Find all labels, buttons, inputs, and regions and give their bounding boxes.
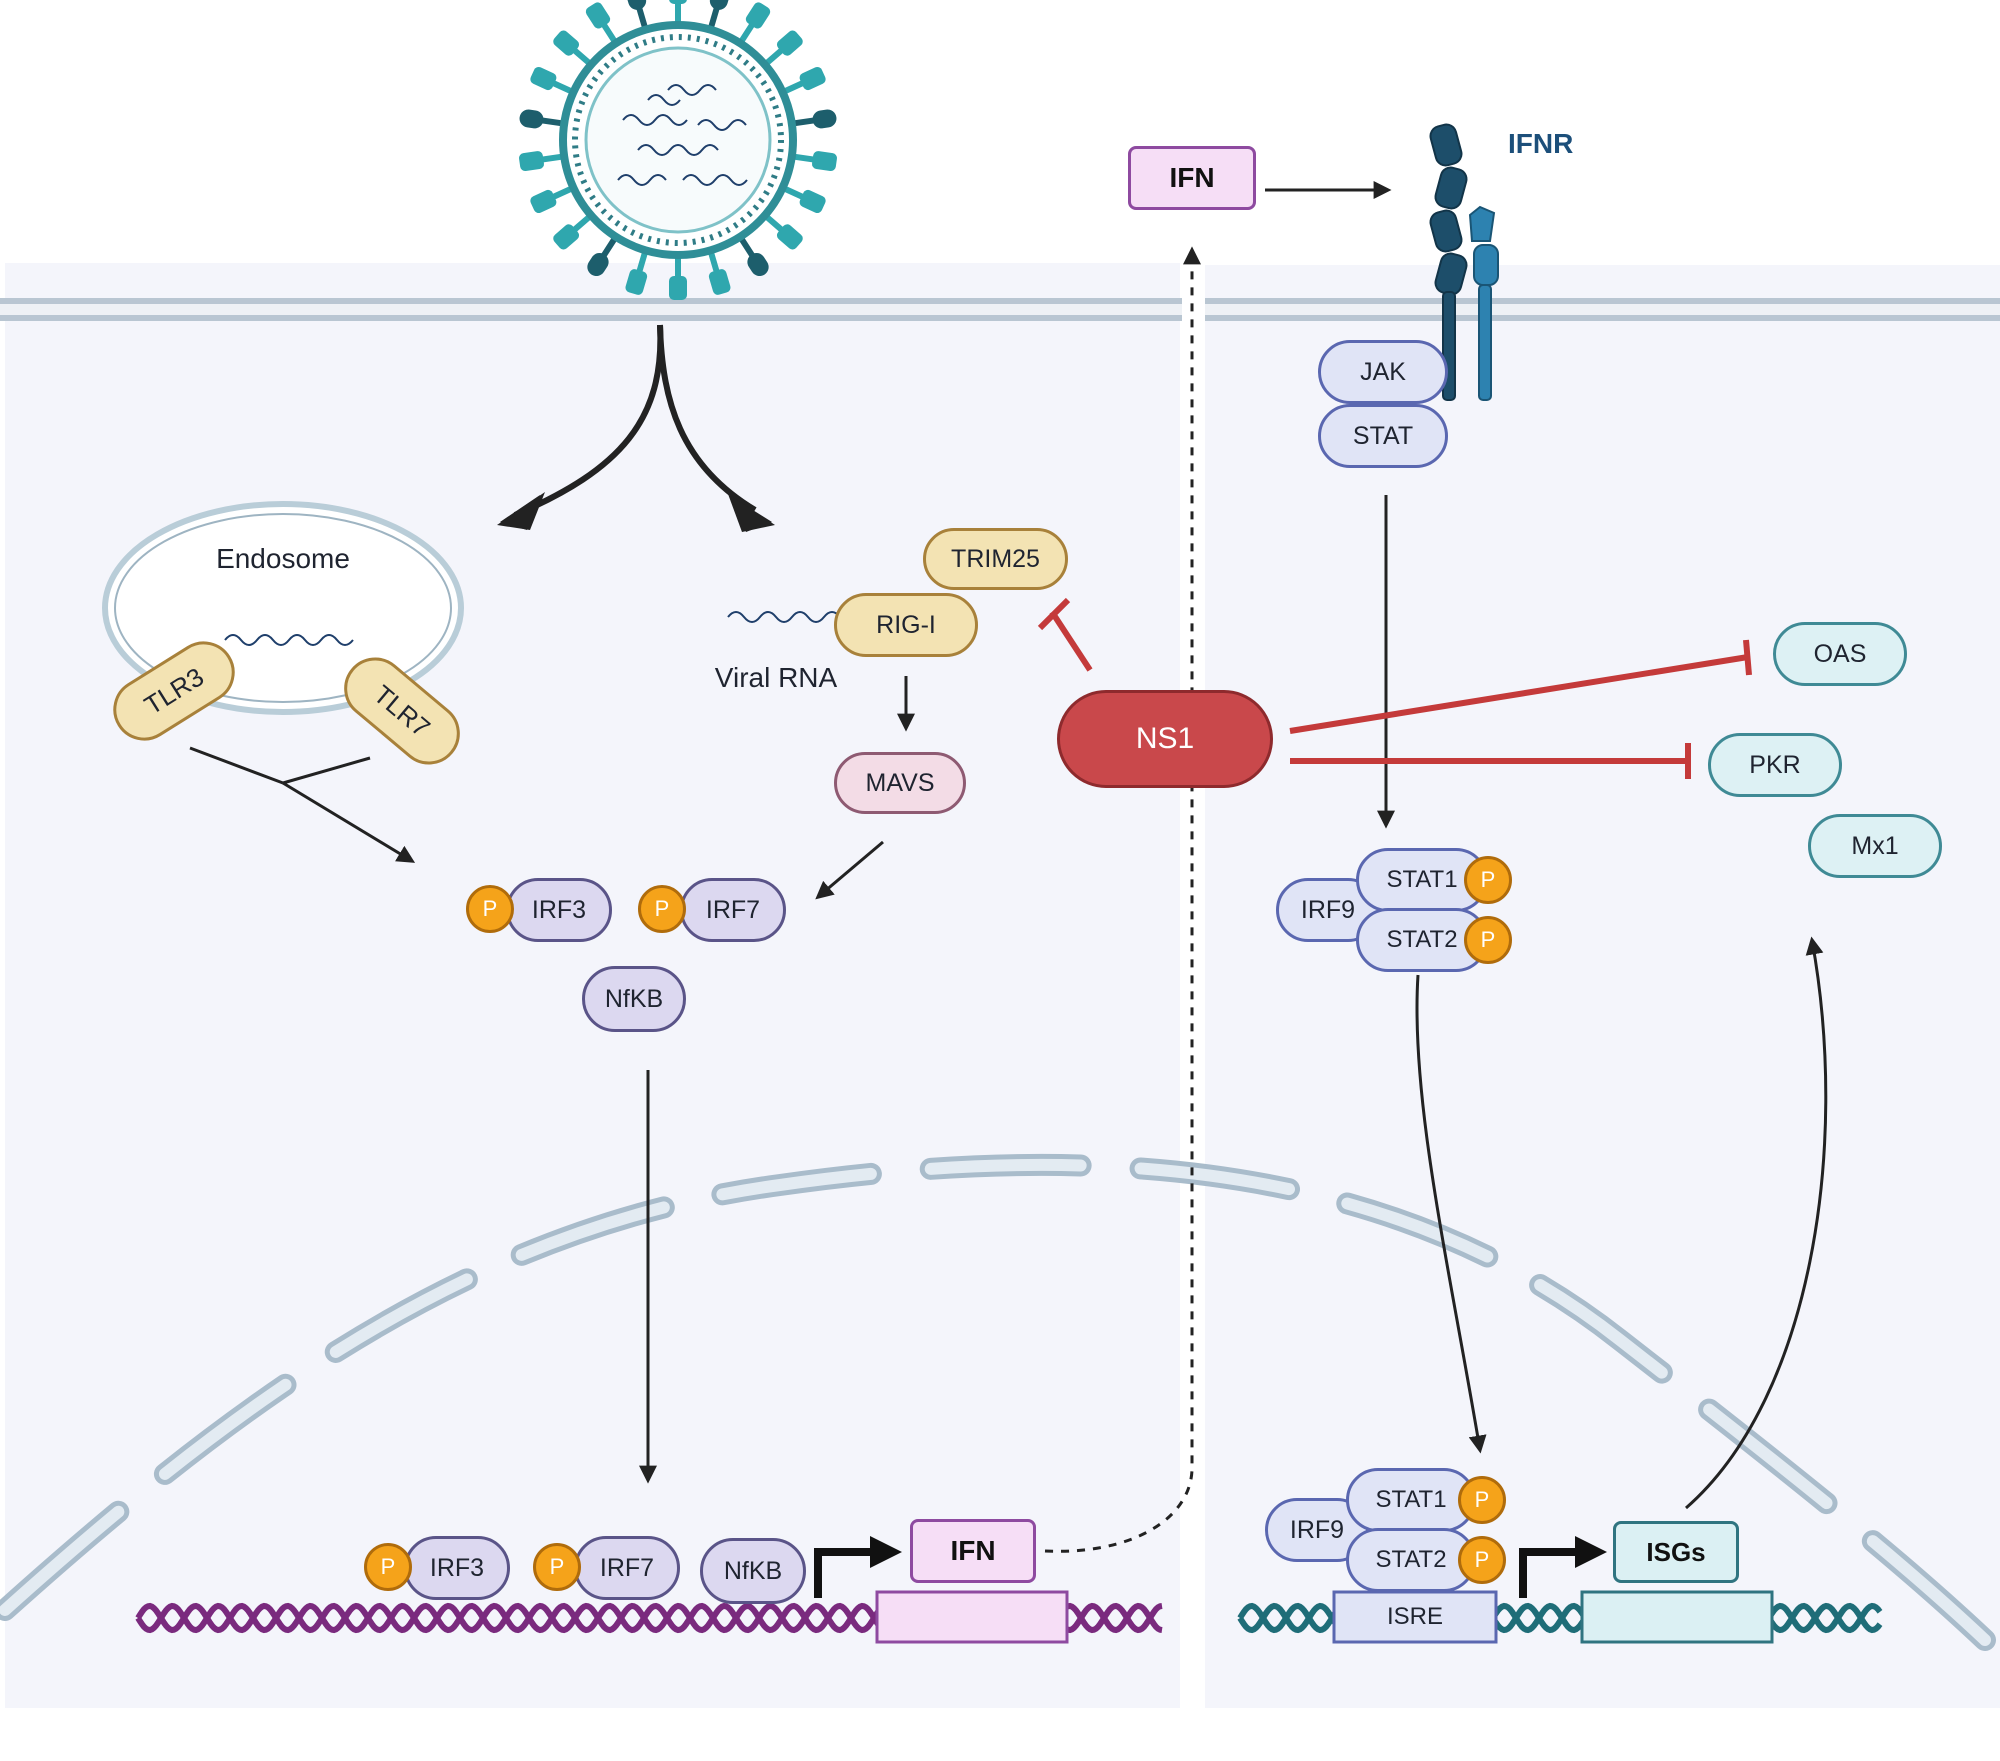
- ns1-protein: NS1: [1057, 690, 1273, 788]
- mavs-protein: MAVS: [834, 752, 966, 814]
- ifn-transcript-box: IFN: [910, 1519, 1036, 1583]
- phospho-stat1-nucleus: P: [1458, 1476, 1506, 1524]
- nfkb-cytoplasm: NfKB: [582, 966, 686, 1032]
- stat2-nucleus: STAT2: [1346, 1528, 1476, 1592]
- mx1-protein: Mx1: [1808, 814, 1942, 878]
- isre-label: ISRE: [1386, 1603, 1443, 1630]
- mavs-to-irf7-arrow: [815, 840, 884, 900]
- ifn-protein-box: IFN: [1128, 146, 1256, 210]
- phospho-irf7-cytoplasm: P: [638, 885, 686, 933]
- phospho-stat2-nucleus: P: [1458, 1536, 1506, 1584]
- trim25-protein: TRIM25: [923, 528, 1068, 590]
- phospho-irf7-nucleus: P: [533, 1543, 581, 1591]
- oas-protein: OAS: [1773, 622, 1907, 686]
- irf7-cytoplasm: IRF7: [680, 878, 786, 942]
- ns1-inhibition: [1037, 597, 1752, 779]
- endosome-label: Endosome: [216, 543, 350, 574]
- plasma-membrane-right: [1205, 298, 2000, 321]
- jak-protein: JAK: [1318, 340, 1448, 404]
- stat1-nucleus: STAT1: [1346, 1468, 1476, 1532]
- isgs-transcript-box: ISGs: [1613, 1521, 1739, 1583]
- isg-transcription-arrow: [1519, 1548, 1580, 1598]
- phospho-stat2-cytoplasm: P: [1464, 916, 1512, 964]
- phospho-irf3-cytoplasm: P: [466, 885, 514, 933]
- virus-hemagglutinin-spike: [669, 0, 687, 28]
- phospho-stat1-cytoplasm: P: [1464, 856, 1512, 904]
- viral-rna-strand: [727, 611, 841, 623]
- isre-region: [1332, 1590, 1498, 1644]
- isg-gene-region: [1580, 1590, 1774, 1644]
- right-cell: [1205, 265, 2000, 1708]
- ifnr-label: IFNR: [1508, 128, 1574, 159]
- complex-to-nucleus-arrow: [1415, 974, 1487, 1454]
- ifn-transcription-arrow: [814, 1548, 875, 1598]
- irf7-nucleus: IRF7: [574, 1536, 680, 1600]
- phospho-irf3-nucleus: P: [364, 1543, 412, 1591]
- stat-protein: STAT: [1318, 404, 1448, 468]
- irf3-cytoplasm: IRF3: [506, 878, 612, 942]
- virus-icon: [519, 0, 837, 300]
- tlr-merge-arrow: [189, 746, 416, 863]
- virus-hemagglutinin-spike: [669, 252, 687, 300]
- ifn-gene-region: [875, 1590, 1069, 1644]
- entry-arrow-rigi: [657, 324, 757, 513]
- irf3-nucleus: IRF3: [404, 1536, 510, 1600]
- viral-rna-label: Viral RNA: [714, 662, 838, 693]
- plasma-membrane-left: [0, 298, 1182, 321]
- ifn-secretion-path: [1044, 246, 1201, 1553]
- nfkb-nucleus: NfKB: [700, 1538, 806, 1604]
- rigi-protein: RIG-I: [834, 593, 978, 657]
- isgs-to-effectors-arrow: [1685, 936, 1828, 1510]
- pkr-protein: PKR: [1708, 733, 1842, 797]
